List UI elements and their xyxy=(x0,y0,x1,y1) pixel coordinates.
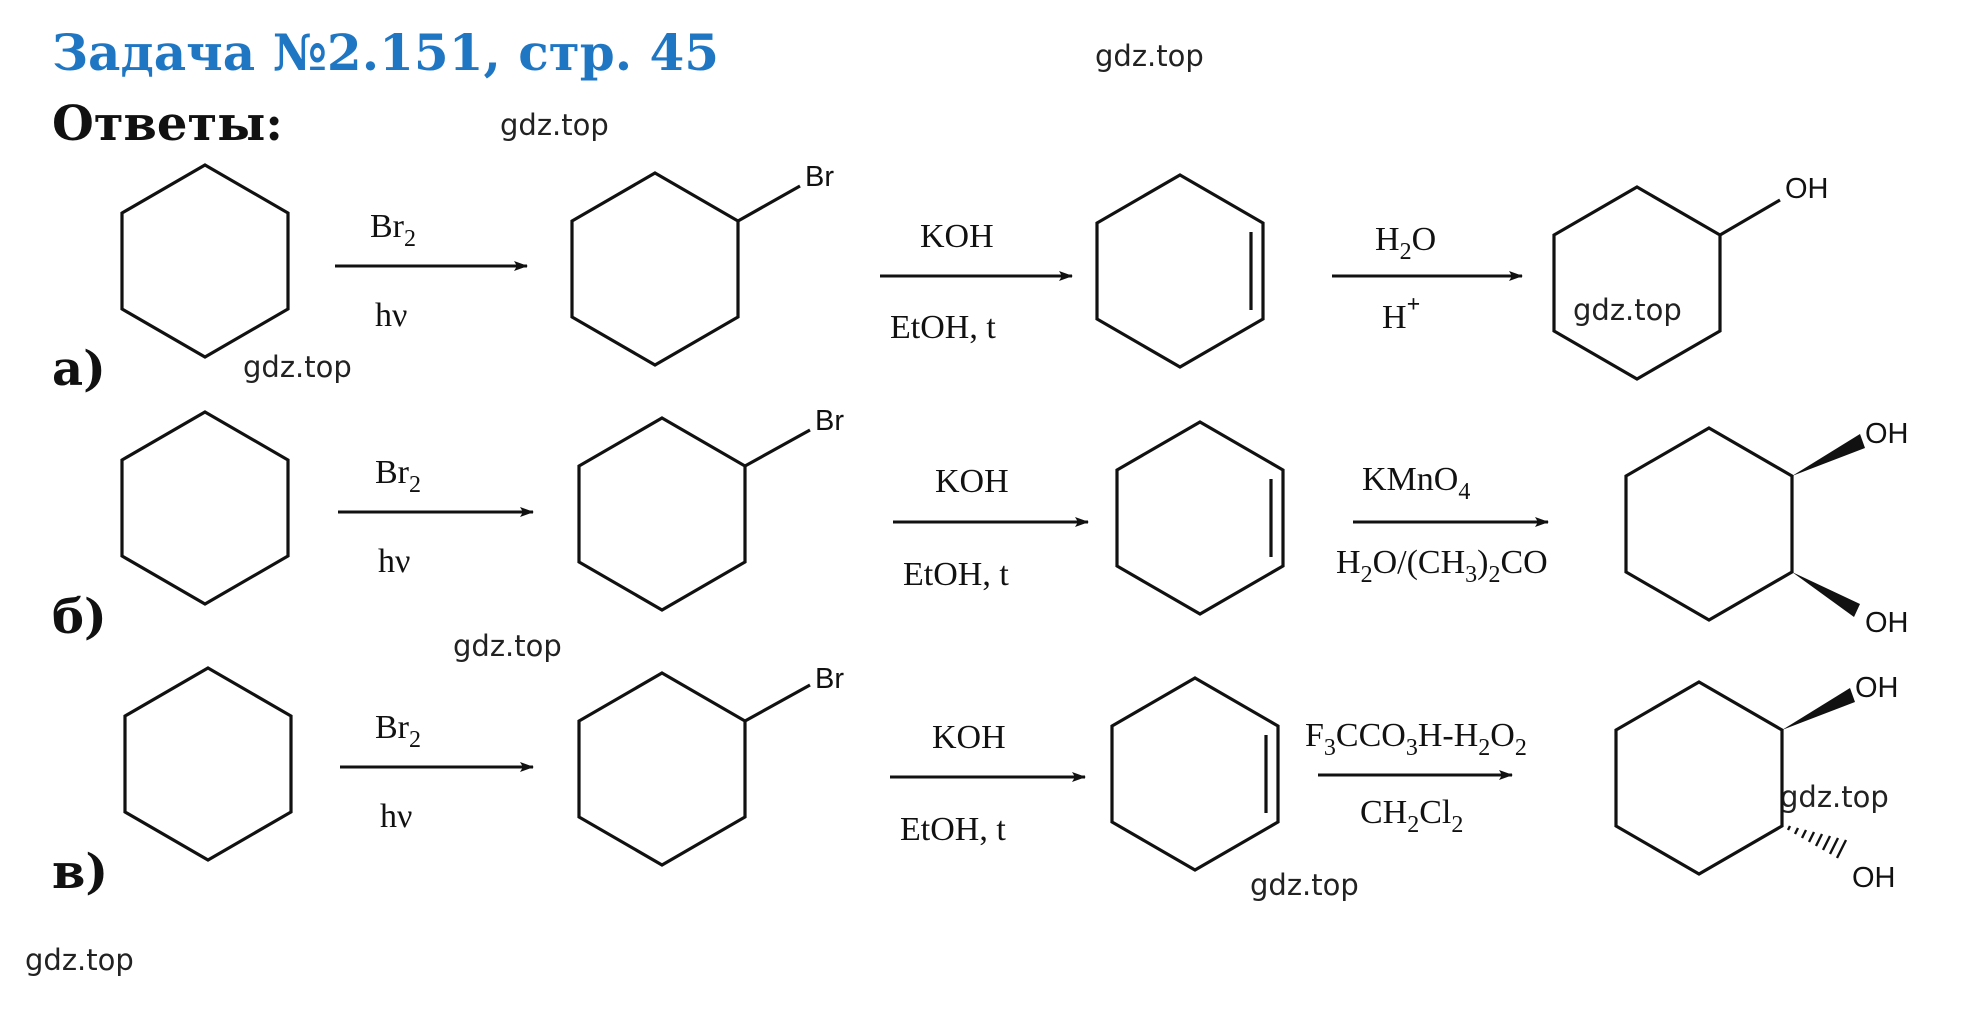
answers-heading: Ответы: xyxy=(52,96,283,152)
reaction-row-a: а) Br2 hν Br KOH EtOH, t H2O H+ OH xyxy=(52,161,1829,397)
hydroxyl-group: OH xyxy=(1865,418,1909,450)
wedge-bond xyxy=(1792,434,1865,476)
reagent-above: Br2 xyxy=(375,454,421,498)
watermark: gdz.top xyxy=(453,629,562,663)
watermark: gdz.top xyxy=(1780,780,1889,814)
cyclohexanol-ring xyxy=(1552,185,1722,381)
bromine-atom: Br xyxy=(805,161,834,193)
hashed-bond xyxy=(1786,825,1848,859)
reaction-row-b: б) Br2 hν Br KOH EtOH, t KMnO4 H2O/(CH3)… xyxy=(52,405,1909,645)
bromocyclohexane-ring xyxy=(577,671,747,867)
reagent-above: KOH xyxy=(920,218,994,255)
reagent-below: EtOH, t xyxy=(900,811,1006,848)
cyclohexane-ring xyxy=(120,163,290,359)
reagent-below: H+ xyxy=(1382,292,1420,336)
bromocyclohexane-ring xyxy=(570,171,740,367)
c-br-bond xyxy=(744,428,811,468)
reagent-above: Br2 xyxy=(370,208,416,252)
cyclohexene-ring xyxy=(1115,420,1285,616)
hydroxyl-group: OH xyxy=(1785,173,1829,205)
reagent-below: hν xyxy=(378,543,410,580)
reagent-above: H2O xyxy=(1375,221,1436,265)
reagent-above: KOH xyxy=(935,463,1009,500)
reagent-below: H2O/(CH3)2CO xyxy=(1336,544,1548,588)
page-title: Задача №2.151, стр. 45 xyxy=(52,23,719,82)
bromine-atom: Br xyxy=(815,663,844,695)
reagent-below: EtOH, t xyxy=(890,309,996,346)
cyclohexanediol-ring xyxy=(1614,680,1784,876)
watermark: gdz.top xyxy=(1573,293,1682,327)
hydroxyl-group: OH xyxy=(1865,607,1909,639)
watermark: gdz.top xyxy=(243,350,352,384)
reagent-above: Br2 xyxy=(375,709,421,753)
reagent-below: hν xyxy=(380,798,412,835)
reagent-above: KOH xyxy=(932,719,1006,756)
watermark: gdz.top xyxy=(500,108,609,142)
wedge-bond xyxy=(1792,572,1860,617)
wedge-bond xyxy=(1782,688,1855,730)
reagent-below: hν xyxy=(375,297,407,334)
reagent-above: KMnO4 xyxy=(1362,461,1470,505)
c-br-bond xyxy=(744,683,811,723)
c-oh-bond xyxy=(1719,198,1781,237)
bromocyclohexane-ring xyxy=(577,416,747,612)
hydroxyl-group: OH xyxy=(1855,672,1899,704)
row-label-a: а) xyxy=(52,341,106,397)
cyclohexane-ring xyxy=(123,666,293,862)
cyclohexanediol-ring xyxy=(1624,426,1794,622)
bromine-atom: Br xyxy=(815,405,844,437)
cyclohexene-ring xyxy=(1095,173,1265,369)
hydroxyl-group: OH xyxy=(1852,862,1896,894)
watermark: gdz.top xyxy=(1095,39,1204,73)
cyclohexane-ring xyxy=(120,410,290,606)
watermark: gdz.top xyxy=(25,943,134,977)
row-label-c: в) xyxy=(52,844,108,900)
reaction-row-c: в) Br2 hν Br KOH EtOH, t F3CCO3H-H2O2 CH… xyxy=(52,663,1899,900)
reagent-below: CH2Cl2 xyxy=(1360,794,1463,838)
reagent-above: F3CCO3H-H2O2 xyxy=(1305,717,1527,761)
watermark: gdz.top xyxy=(1250,868,1359,902)
reagent-below: EtOH, t xyxy=(903,556,1009,593)
cyclohexene-ring xyxy=(1110,676,1280,872)
c-br-bond xyxy=(737,184,801,223)
row-label-b: б) xyxy=(52,589,107,645)
